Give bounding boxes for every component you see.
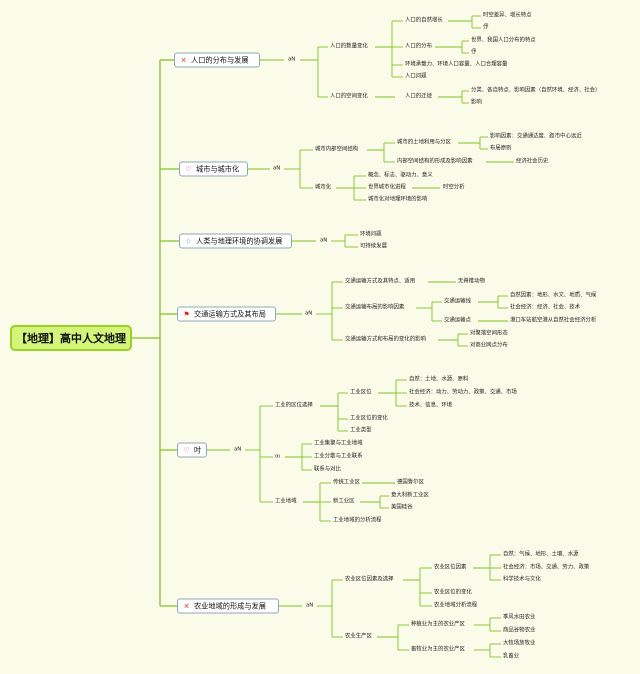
topic[interactable]: 工业类型 <box>350 427 372 434</box>
topic[interactable]: 经济社会历史 <box>516 158 549 165</box>
topic[interactable]: 影响因素：交通通达度、距市中心远近 <box>490 133 582 140</box>
topic[interactable]: 农业生产区 <box>345 633 372 640</box>
topic[interactable]: 意大利新工业区 <box>391 492 429 499</box>
topic[interactable]: 人口的迁徙 <box>405 93 432 100</box>
topic[interactable]: 社会经济：经济、社会、技术 <box>510 304 581 311</box>
topic[interactable]: 人口问题 <box>405 73 427 80</box>
topic[interactable]: 商品谷物农业 <box>503 627 536 634</box>
connector-label: aN <box>234 446 242 453</box>
topic[interactable]: 新工业区 <box>333 498 355 505</box>
branch-label: 吋 <box>194 445 202 454</box>
topic[interactable]: 城市内部空间结构 <box>315 146 359 153</box>
topic[interactable]: 美国硅谷 <box>391 504 413 511</box>
topic[interactable]: 世界城市化进程 <box>368 184 406 191</box>
topic[interactable]: 时空分析 <box>443 184 465 191</box>
topic[interactable]: 内部空间结构的形成及影响因素 <box>397 158 473 165</box>
connector-label: aN <box>288 56 296 63</box>
topic[interactable]: 农业区位的变化 <box>434 589 472 596</box>
topic[interactable]: 乳畜业 <box>503 653 520 660</box>
topic[interactable]: 交通运输方式及其特点、适用 <box>345 278 416 285</box>
x-mark-icon: ✕ <box>183 602 190 610</box>
topic[interactable]: 城市的土地利用与分区 <box>397 139 451 146</box>
branch-label: 交通运输方式及其布局 <box>194 309 266 318</box>
topic[interactable]: 农业地域分析流程 <box>434 602 478 609</box>
topic[interactable]: αι <box>275 453 281 460</box>
connector-label: aN <box>305 310 313 317</box>
topic[interactable]: 种植业为主的农业产区 <box>411 621 465 628</box>
topic[interactable]: 交通运输线 <box>444 298 471 305</box>
branch-city[interactable]: ♡ 城市与城市化 <box>179 161 248 177</box>
branch-label: 人口的分布与发展 <box>191 55 249 64</box>
heart-icon: ♡ <box>183 446 190 454</box>
topic[interactable]: 传统工业区 <box>333 479 360 486</box>
topic[interactable]: 人口的空间变化 <box>330 93 368 100</box>
topic[interactable]: 对商业网点分布 <box>470 342 508 349</box>
topic[interactable]: 伃 <box>483 24 489 31</box>
topic[interactable]: 自然：气候、地形、土壤、水源 <box>503 551 579 558</box>
topic[interactable]: 自然因素：地形、水文、地质、气候 <box>510 292 597 299</box>
topic[interactable]: 环境承载力、环境人口容量、人口合理容量 <box>405 61 508 68</box>
topic[interactable]: 工业地域的分析流程 <box>333 517 382 524</box>
branch-industry[interactable]: ♡吋 <box>177 442 207 458</box>
branch-agriculture[interactable]: ✕ 农业地域的形成与发展 <box>177 598 279 614</box>
topic[interactable]: 人口的数量变化 <box>330 43 368 50</box>
topic[interactable]: 大牧场放牧业 <box>503 640 536 647</box>
connector-label: aN <box>320 237 328 244</box>
topic[interactable]: 德国鲁尔区 <box>397 479 424 486</box>
topic[interactable]: 城市化对地理环境的影响 <box>368 196 428 203</box>
topic[interactable]: 工业的区位选择 <box>275 402 313 409</box>
topic[interactable]: 人口的自然增长 <box>405 17 443 24</box>
topic[interactable]: 环境问题 <box>360 231 382 238</box>
topic[interactable]: 人口的分布 <box>405 43 432 50</box>
topic[interactable]: 对聚落空间形态 <box>470 330 508 337</box>
topic[interactable]: 联系与对比 <box>314 466 341 473</box>
topic[interactable]: 工业区位 <box>350 389 372 396</box>
topic[interactable]: 季风水田农业 <box>503 614 536 621</box>
topic[interactable]: 交通运输点 <box>444 317 471 324</box>
x-mark-icon: ✕ <box>180 56 187 64</box>
star-icon: ☆ <box>185 237 192 245</box>
topic[interactable]: 交通运输方式和布局的变化的影响 <box>345 336 426 343</box>
topic[interactable]: 无脊椎动物 <box>458 278 485 285</box>
topic[interactable]: 自然：土地、水源、原料 <box>409 376 469 383</box>
topic[interactable]: 影响 <box>471 99 482 106</box>
topic[interactable]: 交通运输布局的影响因素 <box>345 304 405 311</box>
topic[interactable]: 工业分散与工业联系 <box>314 453 363 460</box>
topic[interactable]: 畜牧业为主的农业产区 <box>411 646 465 653</box>
topic[interactable]: 科学技术与文化 <box>503 576 541 583</box>
topic[interactable]: 可持续发展 <box>360 243 387 250</box>
topic[interactable]: 时空差异、增长特点 <box>483 12 532 19</box>
topic[interactable]: 世界、我国人口分布的特点 <box>471 37 536 44</box>
topic[interactable]: 分类、各自特点、影响因素（自然环境、经济、社会） <box>471 87 601 94</box>
topic[interactable]: 社会经济：市场、交通、劳力、政策 <box>503 564 590 571</box>
topic[interactable]: 农业区位因素及选择 <box>345 576 394 583</box>
topic[interactable]: 技术、信息、环境 <box>409 402 453 409</box>
topic[interactable]: 城市化 <box>315 184 332 191</box>
branch-label: 农业地域的形成与发展 <box>194 601 266 610</box>
branch-environment[interactable]: ☆ 人类与地理环境的协调发展 <box>179 233 292 249</box>
topic[interactable]: 港口车站航空港从自然社会经济分析 <box>510 317 597 324</box>
topic[interactable]: 工业地域 <box>275 498 297 505</box>
connector-label: aN <box>306 602 314 609</box>
topic[interactable]: 布局原则 <box>490 145 512 152</box>
topic[interactable]: 伃 <box>471 49 477 56</box>
topic[interactable]: 社会经济：动力、劳动力、政策、交通、市场 <box>409 389 517 396</box>
branch-label: 人类与地理环境的协调发展 <box>196 236 283 245</box>
topic[interactable]: 农业区位因素 <box>434 564 467 571</box>
flag-icon: ⚑ <box>183 310 190 318</box>
topic[interactable]: 概念、标志、驱动力、意义 <box>368 172 433 179</box>
topic[interactable]: 工业集聚与工业地域 <box>314 440 363 447</box>
branch-transport[interactable]: ⚑ 交通运输方式及其布局 <box>177 306 276 322</box>
topic[interactable]: 工业区位的变化 <box>350 415 388 422</box>
branch-label: 城市与城市化 <box>196 164 240 173</box>
root-topic[interactable]: 【地理】高中人文地理 <box>10 325 132 351</box>
connector-label: aN <box>273 165 281 172</box>
heart-icon: ♡ <box>185 165 192 173</box>
branch-population[interactable]: ✕ 人口的分布与发展 <box>174 52 260 68</box>
